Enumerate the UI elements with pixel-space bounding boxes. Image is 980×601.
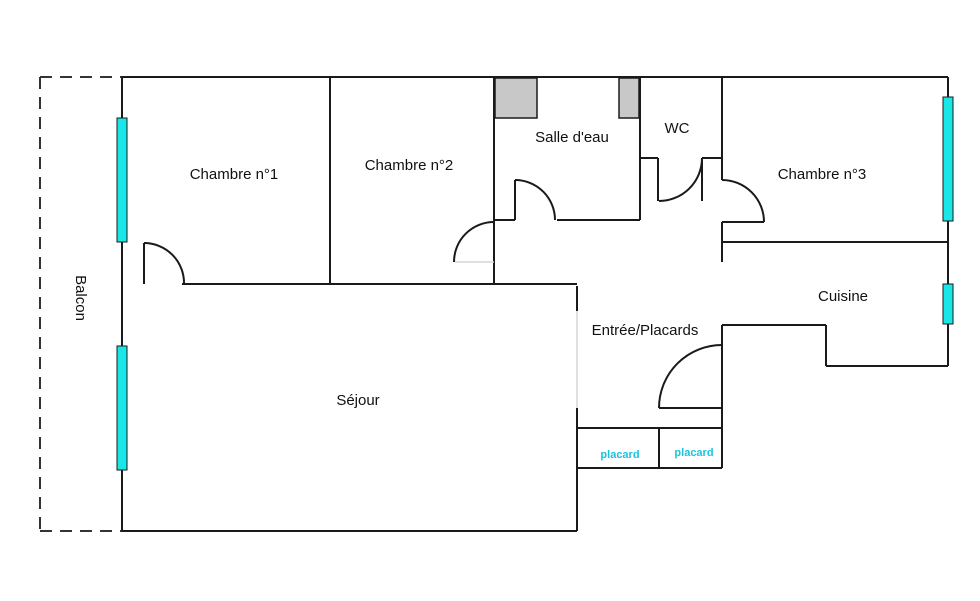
label-placard-right: placard <box>674 447 713 459</box>
window-cuisine <box>942 283 954 325</box>
balcony-outline <box>39 76 122 532</box>
label-chambre3: Chambre n°3 <box>778 166 867 183</box>
duct-right <box>618 77 640 119</box>
label-chambre2: Chambre n°2 <box>365 157 454 174</box>
doors <box>143 157 765 409</box>
label-cuisine: Cuisine <box>818 288 868 305</box>
label-sejour: Séjour <box>336 392 379 409</box>
label-entree: Entrée/Placards <box>592 322 699 339</box>
window-chambre1 <box>116 117 128 243</box>
label-wc: WC <box>665 120 690 137</box>
windows <box>116 96 954 471</box>
label-placard-left: placard <box>600 449 639 461</box>
corridor-hints <box>455 261 578 408</box>
window-chambre3 <box>942 96 954 222</box>
label-salle-eau: Salle d'eau <box>535 129 609 146</box>
walls <box>121 76 949 532</box>
duct-left <box>494 77 538 119</box>
window-sejour <box>116 345 128 471</box>
label-chambre1: Chambre n°1 <box>190 166 279 183</box>
label-balcon: Balcon <box>72 275 89 321</box>
